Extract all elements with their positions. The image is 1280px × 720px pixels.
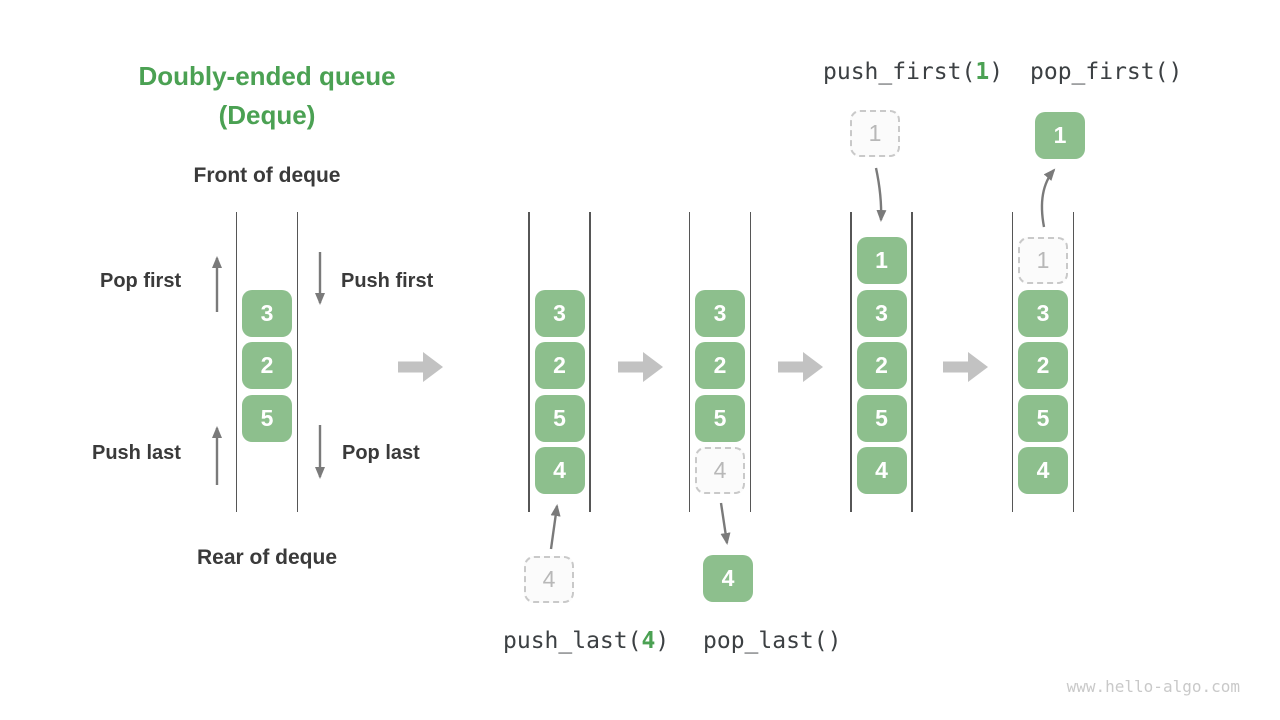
- code-arg: 4: [641, 628, 656, 654]
- queue-cell: 4: [1018, 447, 1068, 494]
- push-last-label: Push last: [92, 442, 181, 464]
- external-cell-below: 4: [524, 556, 574, 603]
- push-last-code-label: push_last(4): [503, 628, 669, 654]
- queue-cell: 2: [1018, 342, 1068, 389]
- queue-cell: 3: [534, 289, 585, 337]
- transition-arrow-icon: [398, 352, 443, 382]
- queue-cell: 5: [242, 394, 292, 442]
- push-first-label: Push first: [341, 270, 434, 292]
- page-title-line1: Doubly-ended queue: [138, 61, 396, 91]
- page-title-line2: (Deque): [218, 100, 316, 130]
- deque-after-push-last-right-wall: [589, 212, 591, 512]
- external-cell-below: 4: [703, 555, 753, 602]
- queue-cell: 2: [856, 342, 907, 389]
- external-cell-above: 1: [850, 110, 900, 157]
- code-text: push_first(: [823, 59, 976, 85]
- transition-arrow-icon: [778, 352, 823, 382]
- deque-after-push-last-left-wall: [528, 212, 530, 512]
- deque-after-pop-last-right-wall: [749, 212, 752, 512]
- deque-after-pop-first-right-wall: [1072, 212, 1075, 512]
- pop-first-remove-arrow-icon: [1040, 168, 1056, 228]
- external-cell-above: 1: [1035, 112, 1085, 159]
- deque-after-push-first-left-wall: [850, 212, 852, 512]
- pop-last-label: Pop last: [342, 442, 420, 464]
- queue-cell: 4: [534, 447, 585, 494]
- watermark: www.hello-algo.com: [1066, 677, 1240, 696]
- push-first-code-label: push_first(1): [823, 59, 1003, 85]
- queue-cell: 3: [856, 289, 907, 337]
- transition-arrow-icon: [943, 352, 988, 382]
- queue-cell: 5: [856, 394, 907, 442]
- code-text: ): [989, 59, 1004, 85]
- queue-cell-dashed: 4: [695, 447, 745, 494]
- push-last-insert-arrow-icon: [549, 504, 561, 550]
- queue-cell: 1: [856, 237, 907, 284]
- push-first-insert-arrow-icon: [874, 167, 887, 222]
- queue-cell: 5: [695, 394, 745, 442]
- queue-cell: 2: [695, 342, 745, 389]
- code-arg: 1: [975, 59, 990, 85]
- queue-cell-dashed: 1: [1018, 237, 1068, 284]
- code-text: ): [655, 628, 670, 654]
- deque-after-pop-last-left-wall: [688, 212, 691, 512]
- queue-cell: 2: [534, 342, 585, 389]
- rear-of-deque-label: Rear of deque: [196, 546, 338, 569]
- queue-cell: 2: [242, 342, 292, 389]
- deque-initial-left-wall: [235, 212, 238, 512]
- deque-after-push-first-right-wall: [911, 212, 913, 512]
- queue-cell: 3: [1018, 289, 1068, 337]
- page-title: Doubly-ended queue (Deque): [97, 57, 437, 135]
- queue-cell: 5: [534, 394, 585, 442]
- pop-last-code-label: pop_last(): [703, 628, 842, 654]
- queue-cell: 3: [242, 289, 292, 337]
- pop-first-label: Pop first: [100, 270, 182, 292]
- code-text: push_last(: [503, 628, 642, 654]
- deque-after-pop-first-left-wall: [1011, 212, 1014, 512]
- queue-cell: 3: [695, 289, 745, 337]
- queue-cell: 5: [1018, 394, 1068, 442]
- queue-cell: 4: [856, 447, 907, 494]
- transition-arrow-icon: [618, 352, 663, 382]
- pop-first-code-label: pop_first(): [1030, 59, 1183, 85]
- deque-initial-right-wall: [296, 212, 299, 512]
- front-of-deque-label: Front of deque: [193, 164, 341, 187]
- pop-last-remove-arrow-icon: [719, 502, 731, 545]
